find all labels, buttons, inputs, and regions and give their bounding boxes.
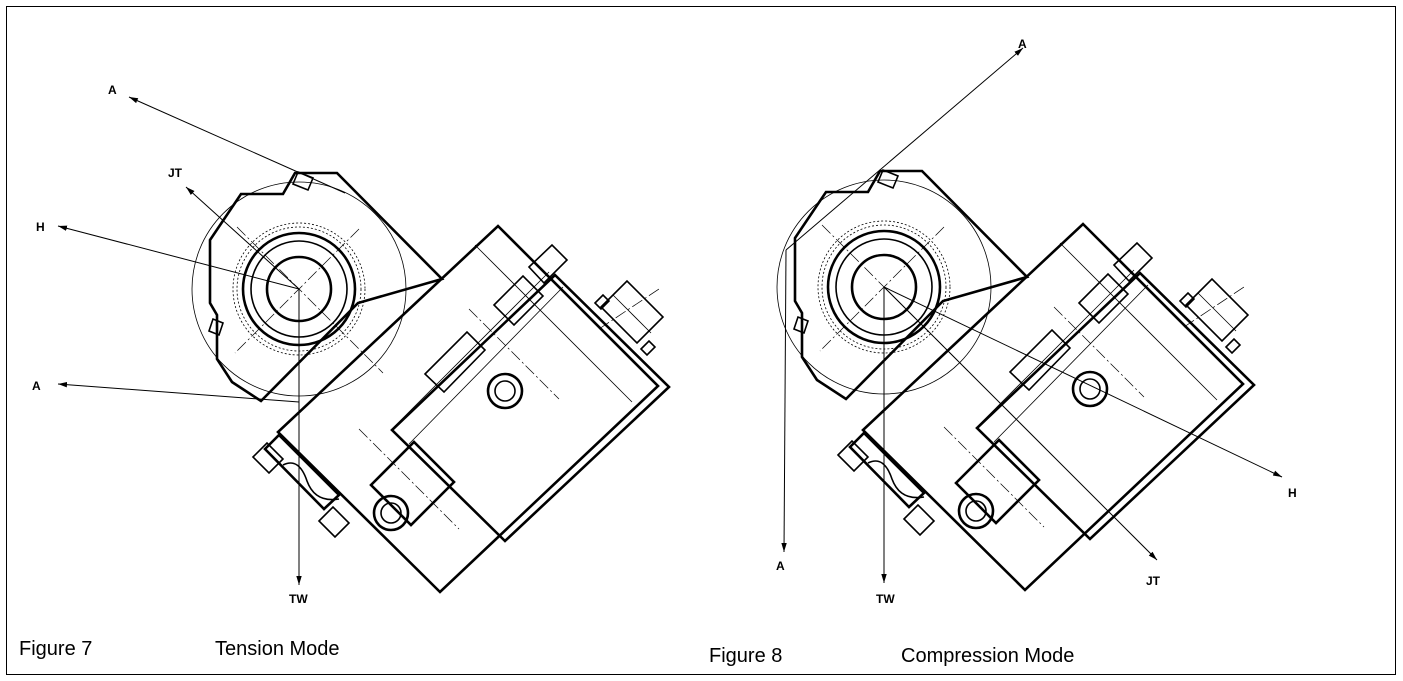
drawing-frame [6,6,1396,675]
figure8-drawing: A H A TW JT [775,37,1297,606]
fig7-label-a-top: A [108,83,117,97]
fig7-label-tw: TW [289,592,308,606]
figure8-caption-title: Compression Mode [901,645,1075,667]
fig7-label-h: H [36,220,45,234]
figure7-caption-number: Figure 7 [19,638,93,660]
fig8-label-a-top: A [1018,37,1027,51]
figure7-drawing: A JT H A TW [32,83,671,606]
fig8-label-jt: JT [1146,574,1161,588]
fig7-label-a-mid: A [32,379,41,393]
fig8-label-h: H [1288,486,1297,500]
figure7-caption-title: Tension Mode [215,638,340,660]
figure8-caption-number: Figure 8 [709,645,783,667]
fig8-label-a-bottom: A [776,559,785,573]
fig7-label-jt: JT [168,166,183,180]
fig8-label-tw: TW [876,592,895,606]
